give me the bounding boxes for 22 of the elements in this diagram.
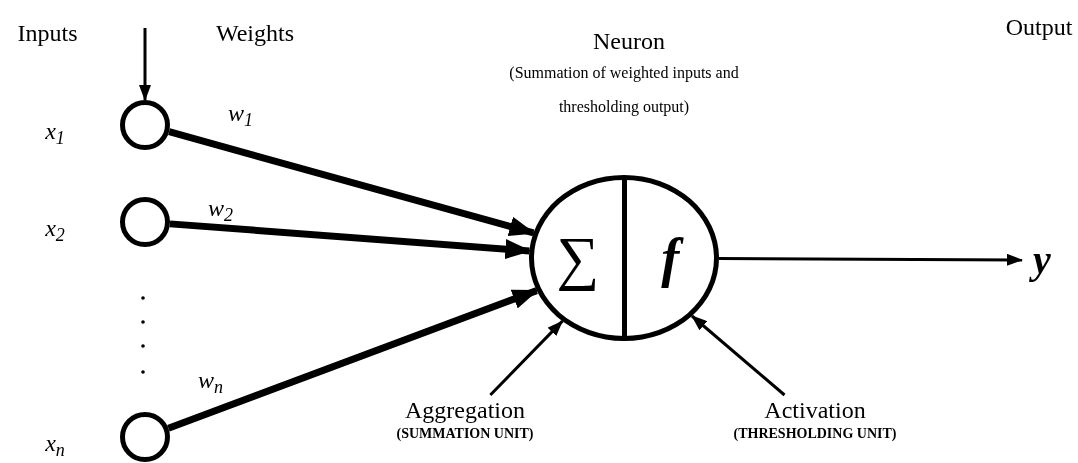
arrow bbox=[139, 28, 151, 101]
weight-label: w$_{1}$ bbox=[228, 99, 253, 128]
heading-label: Inputs bbox=[16, 19, 79, 48]
arrow bbox=[167, 287, 539, 432]
arrow bbox=[169, 220, 532, 260]
input-variable-label: x$_{1}$ bbox=[44, 117, 66, 149]
weight-label: w$_{n}$ bbox=[198, 366, 223, 395]
neuron-title: Neuron bbox=[592, 27, 666, 56]
input-variable-label: x$_{n}$ bbox=[44, 429, 66, 461]
unit-title: Activation bbox=[764, 396, 866, 425]
input-variable-label: x$_{2}$ bbox=[44, 214, 66, 246]
heading-label: Weights bbox=[214, 19, 296, 48]
unit-subtitle: (SUMMATION UNIT) bbox=[396, 425, 534, 443]
unit-title: Aggregation bbox=[405, 396, 525, 425]
unit-subtitle: (THRESHOLDING UNIT) bbox=[733, 425, 897, 443]
arrow bbox=[719, 253, 1023, 266]
neuron-description: (Summation of weighted inputs and thresholding output) bbox=[508, 63, 740, 118]
arrow bbox=[489, 320, 564, 397]
arrow bbox=[691, 314, 786, 397]
arrow bbox=[168, 128, 536, 237]
heading-label: Output bbox=[1004, 13, 1074, 42]
weight-label: w$_{2}$ bbox=[208, 194, 233, 223]
